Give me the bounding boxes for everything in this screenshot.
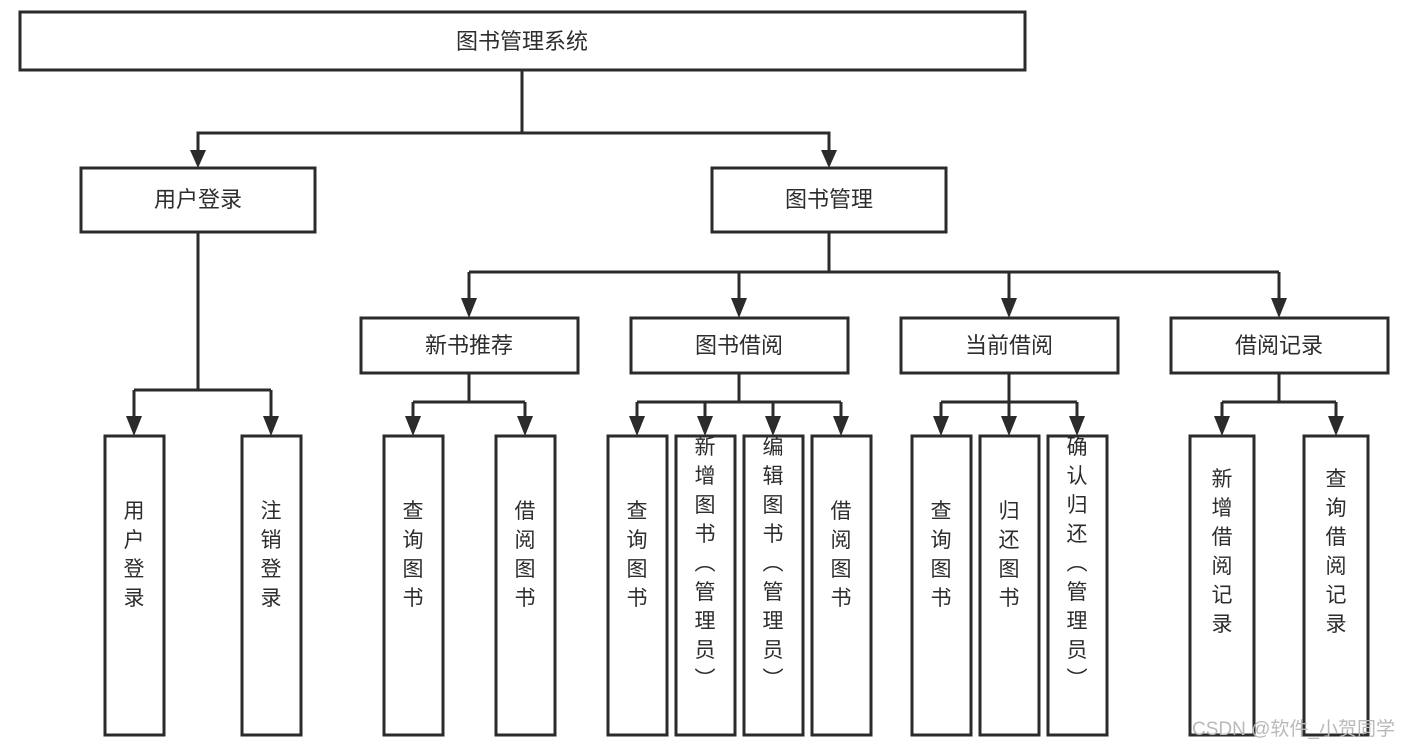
- node-leaf-borrow-book-2[interactable]: 借阅图书: [810, 434, 873, 737]
- node-leaf-logout-login-label: 注销登录: [261, 500, 282, 610]
- node-leaf-query-book-3-box[interactable]: [910, 434, 973, 737]
- node-leaf-borrow-book-1-box[interactable]: [494, 434, 557, 737]
- node-leaf-return-book-label: 归还图书: [999, 500, 1020, 610]
- node-book-management[interactable]: 图书管理: [710, 166, 948, 234]
- node-leaf-query-book-2[interactable]: 查询图书: [606, 434, 669, 737]
- csdn-watermark: CSDN @软件_小贺同学: [1192, 718, 1395, 740]
- node-leaf-return-book[interactable]: 归还图书: [978, 434, 1041, 737]
- arrowhead-current-borrow: [1001, 298, 1017, 318]
- arrowhead-user-login: [190, 150, 206, 168]
- node-leaf-edit-book-box[interactable]: [742, 434, 805, 737]
- node-leaf-user-login-box[interactable]: [103, 434, 166, 737]
- arrowhead-leaf-query-book-3: [933, 416, 949, 436]
- node-leaf-query-book-3[interactable]: 查询图书: [910, 434, 973, 737]
- arrowhead-leaf-add-book: [697, 416, 713, 436]
- node-leaf-add-record-label: 新增借阅记录: [1212, 468, 1233, 636]
- node-leaf-borrow-book-1-label: 借阅图书: [515, 500, 536, 610]
- node-book-borrow-label: 图书借阅: [695, 333, 783, 358]
- node-leaf-borrow-book-2-box[interactable]: [810, 434, 873, 737]
- node-leaf-edit-book[interactable]: 编辑图书︵管理员︶: [742, 434, 805, 737]
- node-leaf-borrow-book-1[interactable]: 借阅图书: [494, 434, 557, 737]
- node-root[interactable]: 图书管理系统: [18, 10, 1027, 72]
- arrowhead-leaf-borrow-book-2: [833, 416, 849, 436]
- node-user-login-label: 用户登录: [154, 187, 242, 212]
- node-leaf-add-record[interactable]: 新增借阅记录: [1188, 434, 1256, 737]
- node-book-borrow-box[interactable]: [629, 316, 850, 375]
- node-leaf-query-book-2-label: 查询图书: [627, 500, 648, 610]
- node-book-borrow[interactable]: 图书借阅: [629, 316, 850, 375]
- node-current-borrow-label: 当前借阅: [965, 333, 1053, 358]
- node-root-box[interactable]: [18, 10, 1027, 72]
- node-leaf-add-book[interactable]: 新增图书︵管理员︶: [674, 434, 737, 737]
- node-leaf-logout-login-box[interactable]: [240, 434, 303, 737]
- arrowhead-book-management: [821, 150, 837, 168]
- node-leaf-edit-book-label: 编辑图书︵管理员︶: [763, 436, 784, 691]
- arrowhead-leaf-confirm-return: [1069, 416, 1085, 436]
- node-leaf-query-record[interactable]: 查询借阅记录: [1302, 434, 1370, 737]
- node-leaf-query-book-2-box[interactable]: [606, 434, 669, 737]
- node-leaf-query-book-1-box[interactable]: [382, 434, 445, 737]
- node-book-management-label: 图书管理: [785, 187, 873, 212]
- arrowhead-leaf-logout-login: [263, 416, 279, 436]
- connectors-current-borrow-leaves: [933, 373, 1085, 436]
- node-leaf-query-book-3-label: 查询图书: [931, 500, 952, 610]
- node-leaf-return-book-box[interactable]: [978, 434, 1041, 737]
- node-root-label: 图书管理系统: [456, 29, 588, 54]
- arrowhead-leaf-user-login: [126, 416, 142, 436]
- node-borrow-record-box[interactable]: [1169, 316, 1390, 375]
- arrowhead-leaf-borrow-book-1: [517, 416, 533, 436]
- node-new-book-recommend[interactable]: 新书推荐: [359, 316, 580, 375]
- arrowhead-leaf-query-record: [1328, 416, 1344, 436]
- arrowhead-leaf-add-record: [1214, 416, 1230, 436]
- node-leaf-add-record-box[interactable]: [1188, 434, 1256, 737]
- node-current-borrow-box[interactable]: [899, 316, 1120, 375]
- node-leaf-query-book-1[interactable]: 查询图书: [382, 434, 445, 737]
- connector-root-to-book-management: [522, 131, 831, 154]
- node-user-login-box[interactable]: [79, 166, 317, 234]
- node-leaf-user-login[interactable]: 用户登录: [103, 434, 166, 737]
- node-current-borrow[interactable]: 当前借阅: [899, 316, 1120, 375]
- node-borrow-record[interactable]: 借阅记录: [1169, 316, 1390, 375]
- node-leaf-add-book-box[interactable]: [674, 434, 737, 737]
- node-leaf-logout-login[interactable]: 注销登录: [240, 434, 303, 737]
- arrowhead-leaf-edit-book: [765, 416, 781, 436]
- arrowhead-leaf-query-book-1: [405, 416, 421, 436]
- arrowhead-book-borrow: [731, 298, 747, 318]
- node-borrow-record-label: 借阅记录: [1235, 333, 1323, 358]
- arrowhead-leaf-return-book: [1001, 416, 1017, 436]
- arrowhead-leaf-query-book-2: [629, 416, 645, 436]
- arrowhead-borrow-record: [1271, 298, 1287, 318]
- connector-root-to-user-login: [196, 70, 524, 154]
- connectors-new-book-leaves: [405, 373, 533, 436]
- connectors-book-borrow-leaves: [629, 373, 849, 436]
- node-user-login[interactable]: 用户登录: [79, 166, 317, 234]
- node-leaf-query-record-label: 查询借阅记录: [1326, 468, 1347, 636]
- node-leaf-confirm-return-label: 确认归还︵管理员︶: [1067, 436, 1088, 691]
- connectors-book-management-level3: [461, 232, 1287, 318]
- node-leaf-confirm-return[interactable]: 确认归还︵管理员︶: [1046, 434, 1109, 737]
- node-leaf-add-book-label: 新增图书︵管理员︶: [695, 436, 716, 691]
- node-leaf-borrow-book-2-label: 借阅图书: [831, 500, 852, 610]
- node-book-management-box[interactable]: [710, 166, 948, 234]
- arrowhead-new-book-recommend: [461, 298, 477, 318]
- node-leaf-user-login-label: 用户登录: [124, 500, 145, 610]
- node-new-book-recommend-label: 新书推荐: [425, 333, 513, 358]
- node-new-book-recommend-box[interactable]: [359, 316, 580, 375]
- connectors-borrow-record-leaves: [1214, 373, 1344, 436]
- connectors-user-login-leaves: [126, 232, 279, 436]
- node-leaf-query-book-1-label: 查询图书: [403, 500, 424, 610]
- connectors-root-level2: [190, 70, 837, 168]
- node-leaf-query-record-box[interactable]: [1302, 434, 1370, 737]
- node-leaf-confirm-return-box[interactable]: [1046, 434, 1109, 737]
